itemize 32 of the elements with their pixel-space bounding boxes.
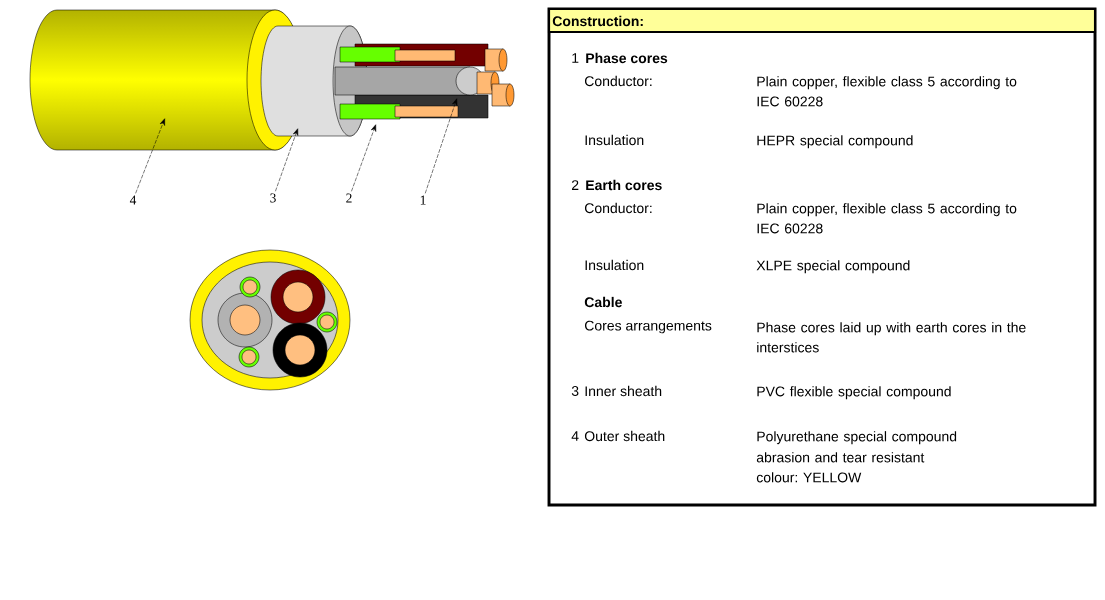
item-number: 3 <box>571 386 579 396</box>
spec-label: Insulation <box>585 259 644 271</box>
leader-line <box>135 118 165 194</box>
spec-value: Plain copper, flexible class 5 according to IEC 60228 <box>757 203 1017 234</box>
table-header: Construction: <box>547 7 1097 34</box>
item-number: 2 <box>572 180 579 190</box>
spec-label: Outer sheath <box>584 430 665 442</box>
spec-value: abrasion and tear resistant <box>756 452 925 463</box>
callout-number: 3 <box>270 193 276 203</box>
section-heading: Phase cores <box>586 52 668 64</box>
spec-label: Conductor: <box>585 202 652 214</box>
item-number: 1 <box>572 53 579 63</box>
spec-value: PVC flexible special compound <box>757 386 951 400</box>
spec-label: Insulation <box>585 134 644 146</box>
section-heading: Earth cores <box>586 179 662 191</box>
spec-value: XLPE special compound <box>756 260 910 274</box>
leader-line <box>424 98 458 194</box>
spec-value: Plain copper, flexible class 5 according to IEC 60228 <box>757 76 1017 107</box>
spec-value: HEPR special compound <box>757 135 913 149</box>
callout-number: 4 <box>129 195 137 205</box>
callout-number: 2 <box>346 193 352 203</box>
item-number: 4 <box>571 431 579 441</box>
spec-value: Polyurethane special compound <box>757 431 957 445</box>
section-heading: Cable <box>584 296 622 308</box>
callout-number: 1 <box>420 195 426 205</box>
leader-line <box>351 124 377 192</box>
spec-label: Conductor: <box>585 75 652 87</box>
spec-label: Inner sheath <box>585 385 662 397</box>
spec-value: Phase cores laid up with earth cores in the interstices <box>757 322 1026 353</box>
spec-label: Cores arrangements <box>585 320 712 334</box>
leader-line <box>275 128 299 192</box>
spec-value: colour: YELLOW <box>756 472 862 483</box>
